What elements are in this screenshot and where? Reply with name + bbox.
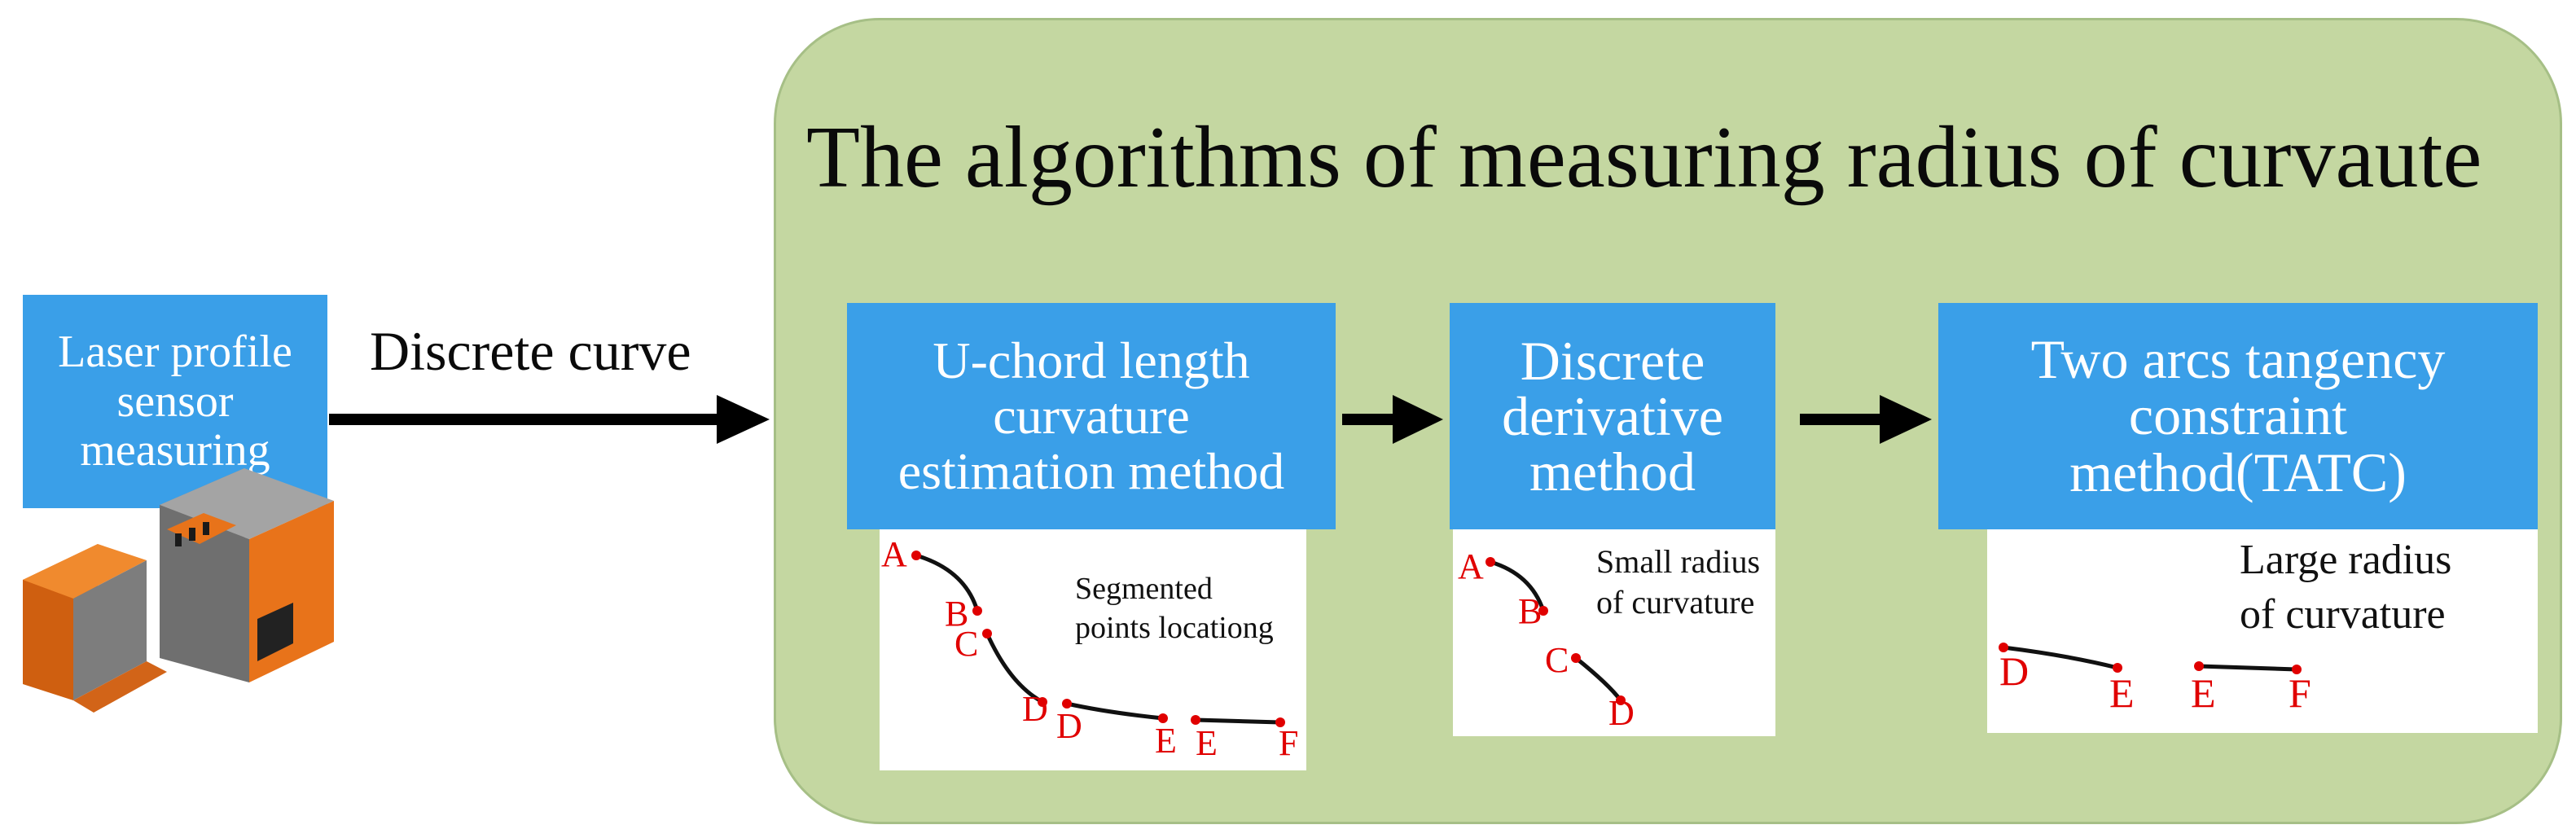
arrow-sensor-to-panel	[329, 395, 770, 444]
derivative-illustration	[1453, 529, 1775, 736]
note-line: of curvature	[2240, 590, 2446, 638]
node-line: estimation method	[897, 441, 1285, 500]
note-segmented: Segmented points locationg	[1075, 570, 1274, 647]
point-label-e: E	[1196, 723, 1218, 763]
point-label-a: A	[881, 534, 907, 574]
note-large-radius: Large radius of curvature	[2240, 533, 2451, 642]
node-line: measuring	[80, 425, 270, 476]
node-line: U-chord length	[933, 331, 1250, 390]
node-uchord-method: U-chord length curvature estimation meth…	[847, 303, 1336, 529]
edge-label-discrete-curve: Discrete curve	[370, 320, 691, 382]
node-line: sensor	[116, 375, 234, 427]
point-label-f: F	[1279, 723, 1299, 763]
node-line: method	[1529, 441, 1696, 502]
node-line: method(TATC)	[2069, 441, 2407, 503]
tatc-illustration	[1987, 529, 2538, 733]
point-label-e: E	[1155, 721, 1177, 761]
node-line: Laser profile	[58, 327, 292, 378]
arrow-derivative-to-tatc	[1800, 395, 1932, 444]
node-tatc-method: Two arcs tangency constraint method(TATC…	[1938, 303, 2538, 529]
point-label-d: D	[1056, 706, 1082, 746]
note-line: Small radius	[1596, 543, 1761, 580]
note-line: points locationg	[1075, 610, 1274, 645]
point-label-c: C	[1545, 640, 1569, 680]
note-line: of curvature	[1596, 584, 1755, 621]
laser-sensor-device-icon	[23, 468, 334, 713]
node-line: Two arcs tangency	[2030, 327, 2446, 390]
uchord-illustration	[880, 529, 1306, 770]
node-discrete-derivative: Discrete derivative method	[1450, 303, 1775, 529]
note-small-radius: Small radius of curvature	[1596, 542, 1760, 623]
note-line: Large radius	[2240, 537, 2452, 583]
node-line: Discrete	[1520, 330, 1705, 392]
node-line: constraint	[2128, 384, 2348, 447]
point-label-d: D	[1608, 693, 1635, 733]
point-label-e: E	[2191, 670, 2216, 716]
node-line: curvature	[993, 387, 1190, 445]
node-line: derivative	[1502, 385, 1723, 447]
point-label-a: A	[1458, 546, 1484, 586]
node-laser-sensor: Laser profile sensor measuring	[23, 295, 327, 508]
point-label-b: B	[945, 594, 969, 634]
point-label-c: C	[954, 624, 979, 664]
panel-title: The algorithms of measuring radius of cu…	[806, 109, 2482, 206]
arrow-uchord-to-derivative	[1342, 395, 1443, 444]
point-label-b: B	[1518, 591, 1543, 631]
point-label-e: E	[2109, 670, 2135, 716]
point-label-d: D	[1022, 689, 1048, 729]
point-label-f: F	[2289, 670, 2311, 716]
note-line: Segmented	[1075, 572, 1213, 606]
point-label-d: D	[1999, 648, 2030, 694]
